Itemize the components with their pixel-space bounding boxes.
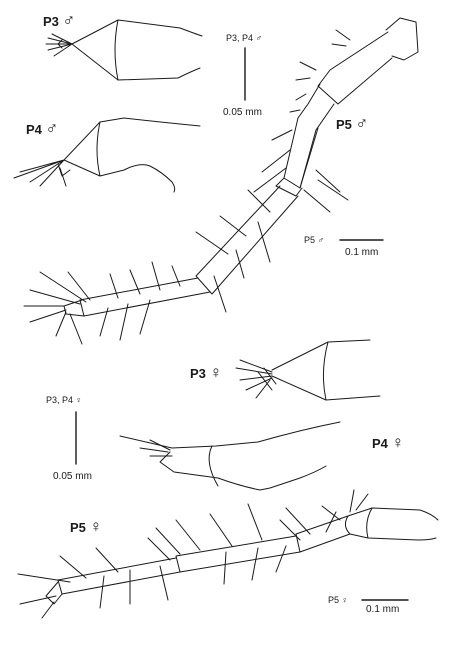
drawing-p4-female <box>119 421 341 491</box>
scale-length-male-p3-p4: 0.05 mm <box>223 107 262 118</box>
scale-caption-male-p5: P5 ♂ <box>304 235 325 245</box>
label-p5-male-name: P5 <box>336 117 352 132</box>
label-p5-male: P5 ♂ <box>336 115 368 132</box>
label-p4-male-name: P4 <box>26 122 42 137</box>
label-p3-male-name: P3 <box>43 14 59 29</box>
scale-caption-male-p3-p4: P3, P4 ♂ <box>226 33 263 43</box>
label-p5-female: P5 ♀ <box>70 518 102 535</box>
drawing-p3-female <box>235 339 381 401</box>
label-p4-male: P4 ♂ <box>26 120 58 137</box>
scale-caption-female-p3-p4: P3, P4 ♀ <box>46 395 83 405</box>
drawing-p5-female <box>17 489 439 619</box>
label-p3-female-name: P3 <box>190 366 206 381</box>
label-p4-female: P4 ♀ <box>372 434 404 451</box>
scale-length-male-p5: 0.1 mm <box>345 247 379 258</box>
label-p5-female-sex: ♀ <box>89 517 103 536</box>
scale-length-female-p3-p4: 0.05 mm <box>53 471 92 482</box>
label-p3-male-sex: ♂ <box>62 11 76 30</box>
scale-caption-female-p5: P5 ♀ <box>328 595 349 605</box>
label-p3-female-sex: ♀ <box>209 363 223 382</box>
label-p3-male: P3 ♂ <box>43 12 75 29</box>
label-p4-female-name: P4 <box>372 436 388 451</box>
label-p4-female-sex: ♀ <box>391 433 405 452</box>
label-p5-male-sex: ♂ <box>355 114 369 133</box>
label-p4-male-sex: ♂ <box>45 119 59 138</box>
label-p5-female-name: P5 <box>70 520 86 535</box>
drawing-p4-male <box>13 117 201 193</box>
drawing-p3-male <box>45 19 203 81</box>
scale-length-female-p5: 0.1 mm <box>366 604 400 615</box>
label-p3-female: P3 ♀ <box>190 364 222 381</box>
drawing-p5-male <box>23 17 419 345</box>
